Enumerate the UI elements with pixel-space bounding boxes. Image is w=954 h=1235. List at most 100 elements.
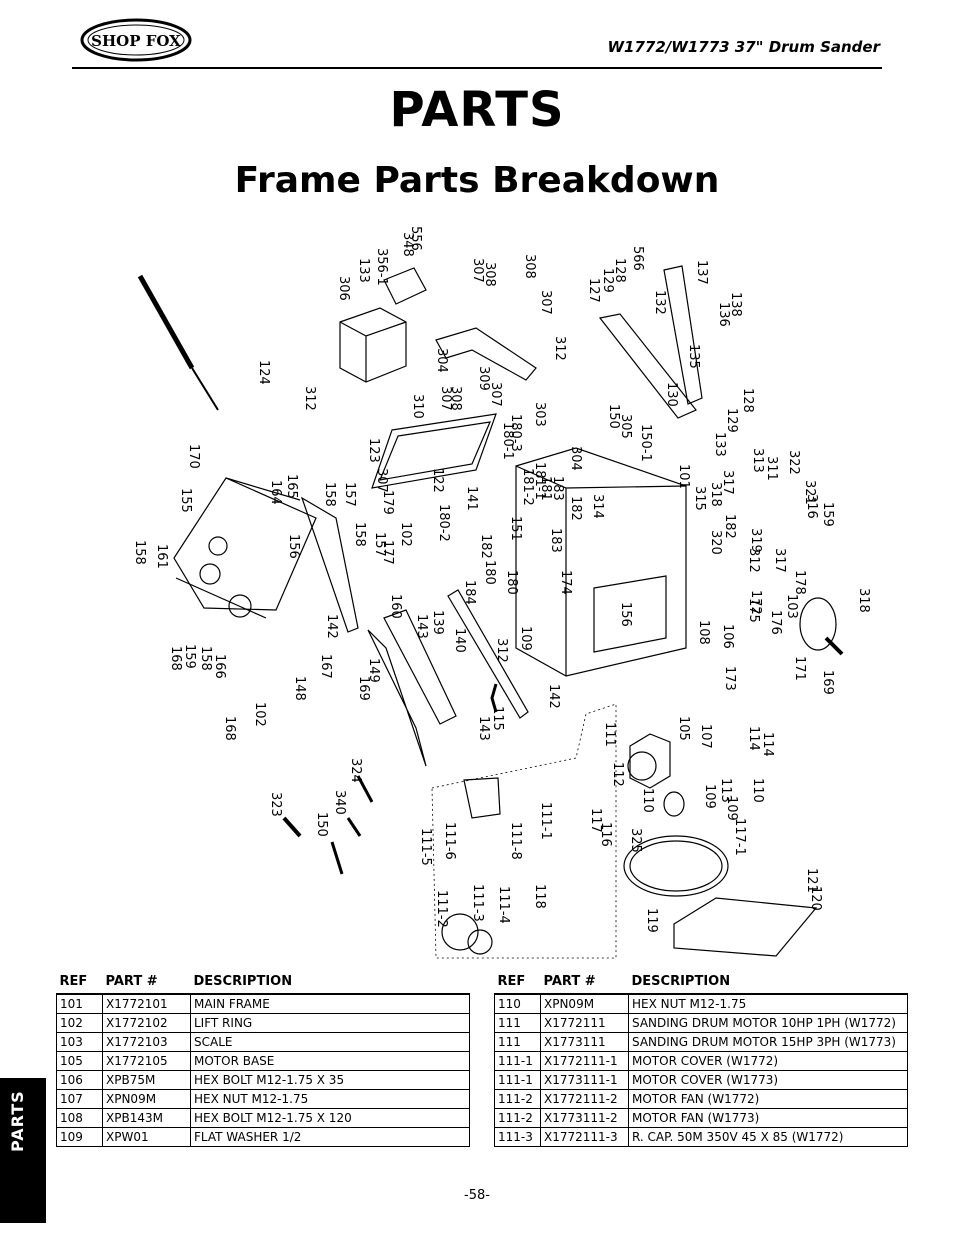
table-row: 111 X1773111 SANDING DRUM MOTOR 15HP 3PH… — [494, 1032, 908, 1052]
part-callout: 174 — [558, 570, 573, 595]
table-row: 103 X1772103 SCALE — [56, 1032, 470, 1052]
part-callout: 321 — [802, 480, 817, 505]
part-callout: 118 — [532, 884, 547, 909]
part-callout: 120 — [808, 886, 823, 911]
ref-cell: 111-3 — [494, 1127, 541, 1147]
parts-table-right: REF PART # DESCRIPTION 110 XPN09M HEX NU… — [494, 974, 908, 1147]
part-callout: 132 — [652, 290, 667, 315]
part-number-cell: X1772102 — [102, 1013, 191, 1033]
part-callout: 322 — [786, 450, 801, 475]
part-callout: 168 — [168, 646, 183, 671]
part-callout: 303 — [532, 402, 547, 427]
table-row: 105 X1772105 MOTOR BASE — [56, 1051, 470, 1071]
part-callout: 556 — [408, 226, 423, 251]
description-cell: MOTOR COVER (W1773) — [628, 1070, 908, 1090]
table-row: 106 XPB75M HEX BOLT M12-1.75 X 35 — [56, 1070, 470, 1090]
part-callout: 312 — [746, 548, 761, 573]
table-row: 102 X1772102 LIFT RING — [56, 1013, 470, 1033]
part-callout: 102 — [252, 702, 267, 727]
part-number-cell: X1773111 — [540, 1032, 629, 1052]
part-callout: 110 — [640, 788, 655, 813]
part-callout: 308 — [448, 386, 463, 411]
part-callout: 316 — [804, 494, 819, 519]
part-callout: 114 — [760, 732, 775, 757]
part-number-cell: X1772111-1 — [540, 1051, 629, 1071]
ref-cell: 111 — [494, 1013, 541, 1033]
part-callout: 158 — [198, 646, 213, 671]
table-row: 111-2 X1773111-2 MOTOR FAN (W1773) — [494, 1108, 908, 1128]
part-callout: 108 — [696, 620, 711, 645]
part-callout: 183 — [550, 476, 565, 501]
part-callout: 308 — [522, 254, 537, 279]
part-callout: 170 — [186, 444, 201, 469]
part-callout: 142 — [546, 684, 561, 709]
part-callout: 318 — [856, 588, 871, 613]
part-callout: 111-5 — [418, 828, 433, 866]
part-callout: 158 — [352, 522, 367, 547]
part-number-cell: XPW01 — [102, 1127, 191, 1147]
ref-cell: 111-2 — [494, 1089, 541, 1109]
ref-cell: 108 — [56, 1108, 103, 1128]
description-cell: MAIN FRAME — [190, 993, 470, 1014]
part-callout: 309 — [476, 366, 491, 391]
part-callout: 121 — [804, 868, 819, 893]
part-callout: 129 — [600, 268, 615, 293]
description-cell: HEX BOLT M12-1.75 X 120 — [190, 1108, 470, 1128]
part-callout: 166 — [212, 654, 227, 679]
part-callout: 307 — [374, 468, 389, 493]
part-callout: 307 — [488, 382, 503, 407]
part-callout: 111-1 — [538, 802, 553, 840]
shop-fox-logo: SHOP FOX — [80, 18, 192, 62]
part-callout: 130 — [664, 382, 679, 407]
table-row: 101 X1772101 MAIN FRAME — [56, 993, 470, 1014]
part-callout: 169 — [356, 676, 371, 701]
part-callout: 317 — [772, 548, 787, 573]
part-callout: 109 — [702, 784, 717, 809]
table-row: 111-1 X1773111-1 MOTOR COVER (W1773) — [494, 1070, 908, 1090]
part-callout: 323 — [268, 792, 283, 817]
part-callout: 181-1 — [532, 462, 547, 500]
part-callout: 112 — [610, 762, 625, 787]
part-callout: 566 — [630, 246, 645, 271]
part-callout: 158 — [322, 482, 337, 507]
part-callout: 182 — [478, 534, 493, 559]
ref-cell: 107 — [56, 1089, 103, 1109]
part-callout: 161 — [154, 544, 169, 569]
table-row: 111-1 X1772111-1 MOTOR COVER (W1772) — [494, 1051, 908, 1071]
part-callout: 129 — [724, 408, 739, 433]
part-callout: 307 — [438, 386, 453, 411]
description-cell: FLAT WASHER 1/2 — [190, 1127, 470, 1147]
part-callout: 140 — [452, 628, 467, 653]
part-callout: 105 — [676, 716, 691, 741]
part-callout: 180 — [504, 570, 519, 595]
part-callout: 159 — [182, 644, 197, 669]
part-number-cell: XPN09M — [540, 993, 629, 1014]
section-title: Frame Parts Breakdown — [234, 160, 720, 201]
ref-cell: 111-1 — [494, 1051, 541, 1071]
part-callout: 143 — [476, 716, 491, 741]
part-number-header: PART # — [543, 974, 596, 989]
part-callout: 313 — [750, 448, 765, 473]
part-callout: 106 — [720, 624, 735, 649]
part-callout: 307 — [470, 258, 485, 283]
part-callout: 116 — [598, 822, 613, 847]
part-number-cell: X1772111-3 — [540, 1127, 629, 1147]
part-number-cell: XPB75M — [102, 1070, 191, 1090]
part-callout: 141 — [464, 486, 479, 511]
part-callout: 180 — [482, 560, 497, 585]
part-callout: 183 — [548, 528, 563, 553]
ref-cell: 101 — [56, 993, 103, 1014]
part-callout: 142 — [324, 614, 339, 639]
description-cell: SCALE — [190, 1032, 470, 1052]
part-callout: 111-4 — [496, 886, 511, 924]
part-callout: 180-1 — [500, 422, 515, 460]
part-callout: 157 — [342, 482, 357, 507]
part-callout: 150 — [606, 404, 621, 429]
part-callout: 320 — [708, 530, 723, 555]
part-callout: 348 — [400, 232, 415, 257]
part-callout: 133 — [356, 258, 371, 283]
part-callout: 122 — [430, 468, 445, 493]
part-callout: 159 — [820, 502, 835, 527]
part-callout: 314 — [590, 494, 605, 519]
part-callout: 304 — [434, 348, 449, 373]
